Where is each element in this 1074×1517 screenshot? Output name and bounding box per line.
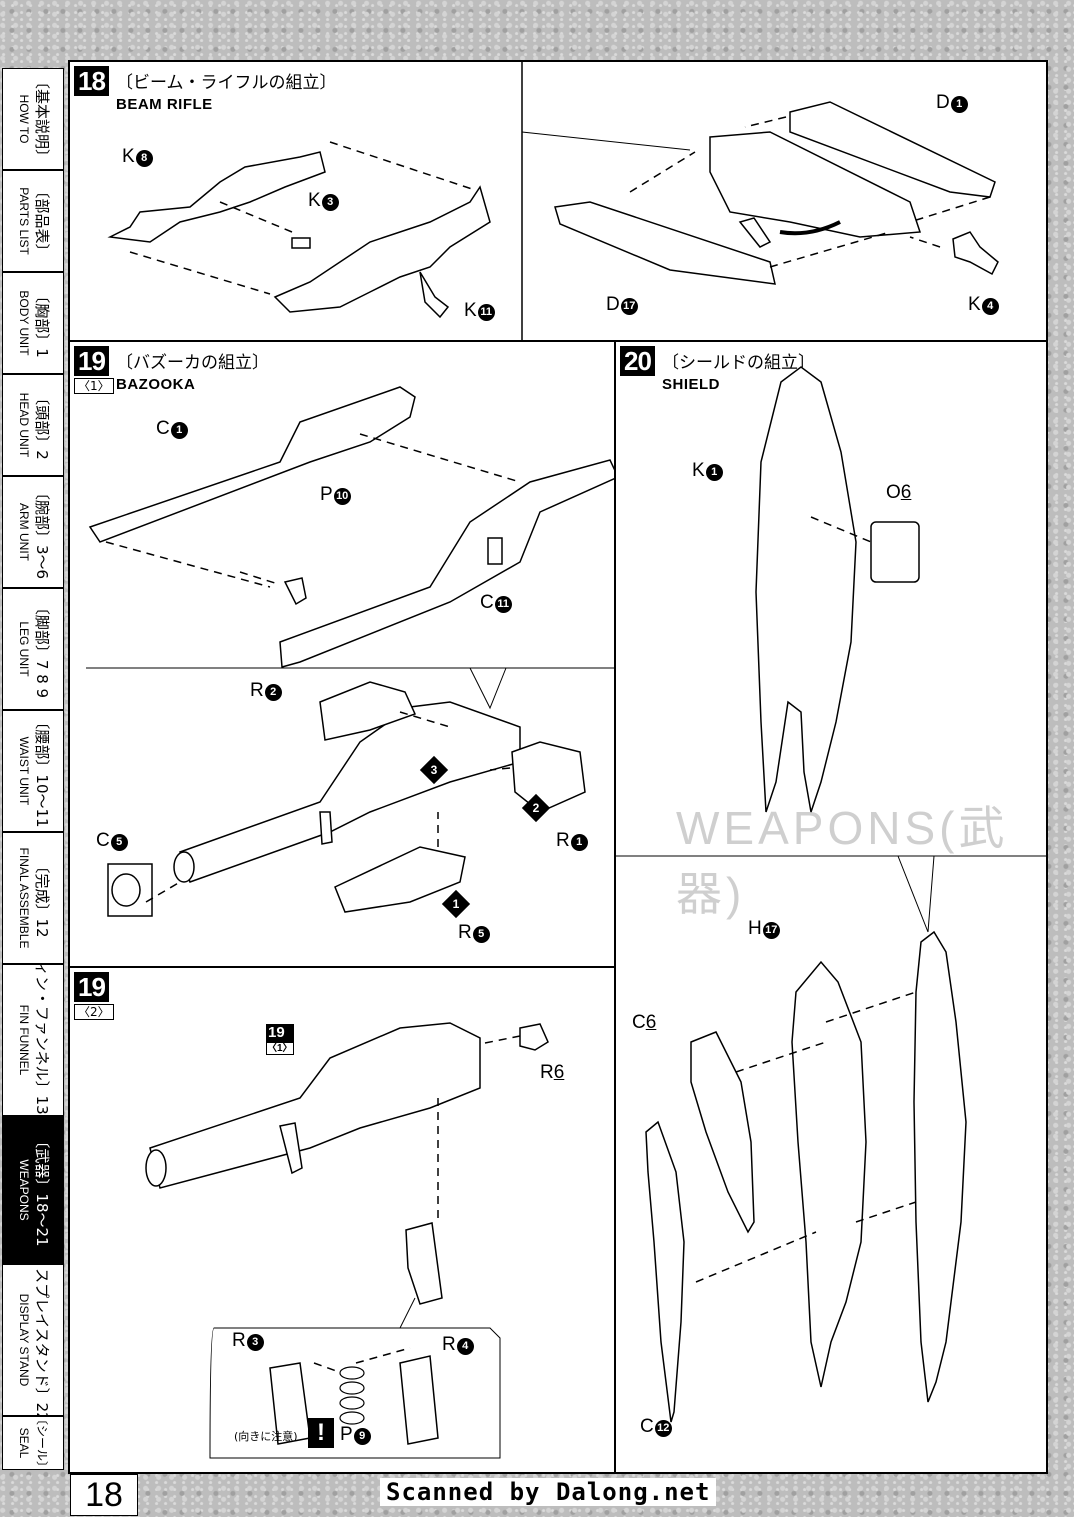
part-label-r6: R6 [540, 1062, 565, 1083]
step-title-jp: 〔バズーカの組立〕 [116, 353, 269, 373]
part-label-o6: O6 [886, 482, 912, 503]
part-label-c6: C6 [632, 1012, 657, 1033]
tab-parts-list[interactable]: 〔部品表〕PARTS LIST [2, 170, 64, 272]
step-title-en: SHIELD [662, 376, 721, 393]
bazooka-diagram [86, 386, 614, 917]
caution-icon: ! [308, 1418, 334, 1448]
step-18-beam-rifle: 18 〔ビーム・ライフルの組立〕 BEAM RIFLE [70, 62, 1046, 342]
instruction-page: 18 〔ビーム・ライフルの組立〕 BEAM RIFLE [68, 60, 1048, 1474]
step-title-jp: 〔シールドの組立〕 [662, 353, 815, 373]
order-mark-2: 2 [521, 793, 551, 823]
beam-rifle-diagram [107, 62, 999, 340]
page-number: 18 [70, 1474, 138, 1516]
order-mark-1: 1 [441, 889, 471, 919]
tab-how-to[interactable]: 〔基本説明〕HOW TO [2, 68, 64, 170]
orientation-note: (向きに注意) [234, 1430, 298, 1443]
step-19-1-bazooka: 19 〈1〉 〔バズーカの組立〕 BAZOOKA [70, 342, 616, 968]
step-number: 20 [620, 346, 655, 376]
step-19-2-bazooka-magazine: 19 〈2〉 19〈1〉 R6 [70, 968, 616, 1472]
bazooka-magazine-diagram [145, 1022, 549, 1459]
shield-diagram [616, 366, 1046, 1423]
step-title-en: BAZOOKA [116, 376, 196, 393]
order-mark-3: 3 [419, 755, 449, 785]
step-20-shield: 20 〔シールドの組立〕 SHIELD WEAPONS(武器) [616, 342, 1046, 1472]
background-weapons-text: WEAPONS(武器) [676, 802, 1009, 920]
step-title-jp: 〔ビーム・ライフルの組立〕 [116, 73, 337, 93]
step-number: 19 [74, 972, 109, 1002]
step-sub-number: 〈2〉 [74, 1004, 114, 1020]
step-number: 18 [74, 66, 109, 96]
step-number: 19 [74, 346, 109, 376]
step-title-en: BEAM RIFLE [116, 96, 213, 113]
reference-step-19-1: 19〈1〉 [266, 1024, 294, 1055]
tab-seal[interactable]: 〔シール〕SEAL [2, 1416, 64, 1470]
step-sub-number: 〈1〉 [74, 378, 114, 394]
scan-credit: Scanned by Dalong.net [380, 1478, 717, 1506]
